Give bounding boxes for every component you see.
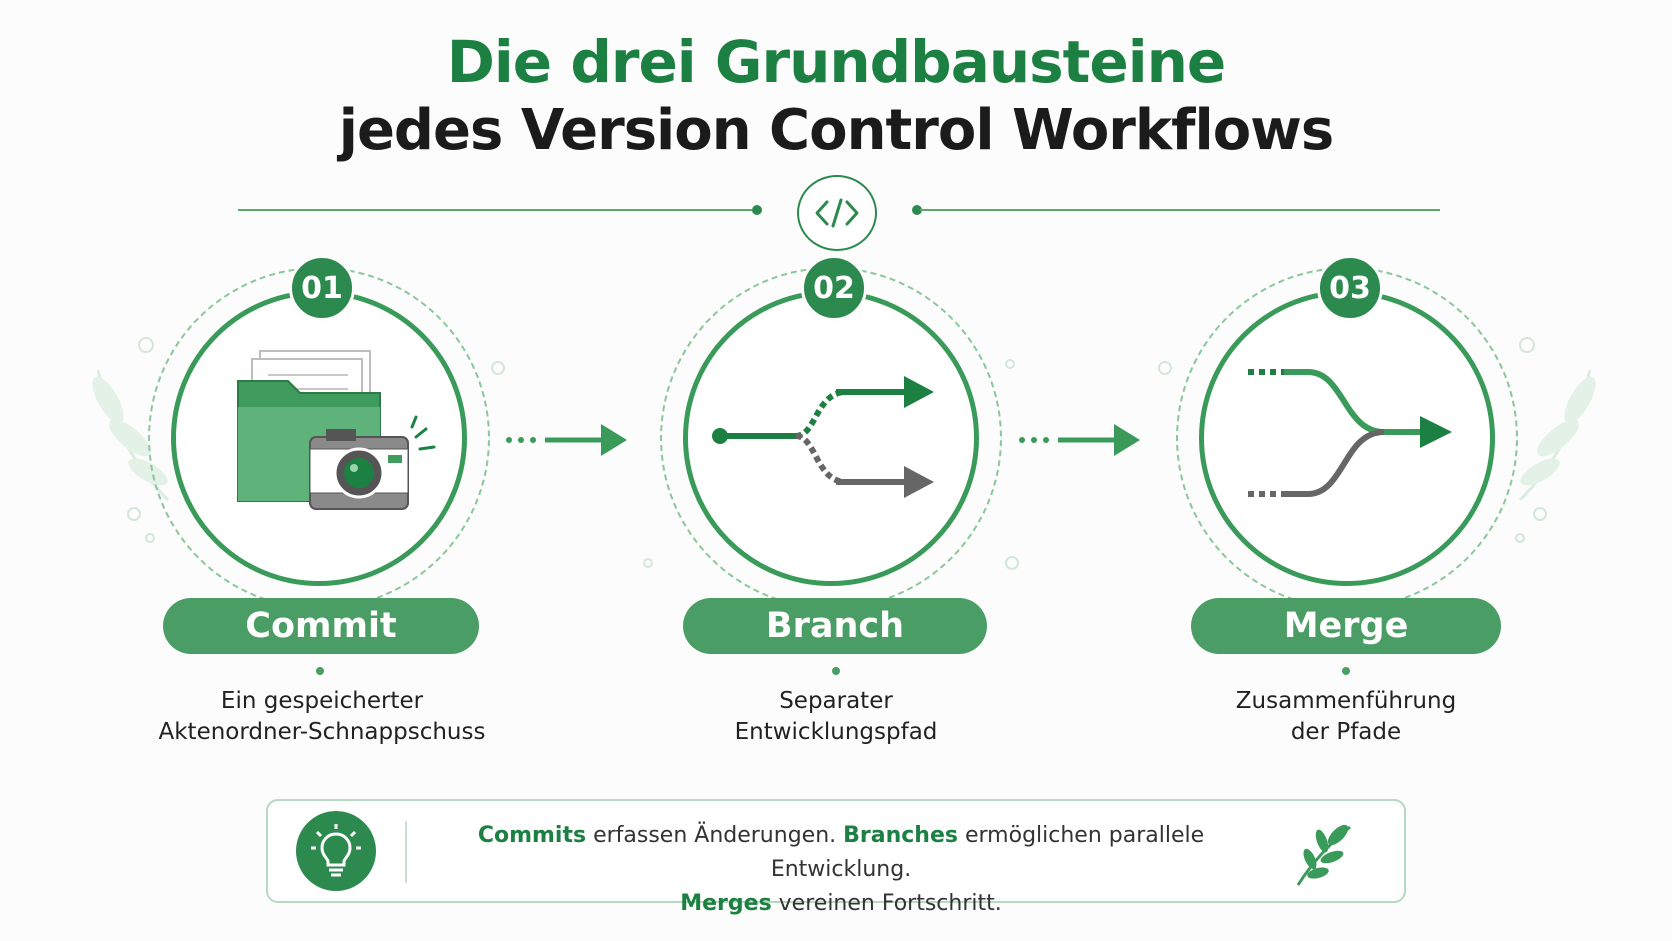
lightbulb-icon	[296, 811, 376, 891]
summary-term-merges: Merges	[680, 891, 772, 916]
leaf-sprig-icon	[1296, 824, 1351, 886]
divider-dot-right	[912, 205, 922, 215]
summary-separator	[405, 821, 407, 883]
leaf-decoration-right-icon	[1518, 369, 1596, 502]
step-1-number: 01	[289, 255, 355, 321]
merge-arrows-icon	[1248, 369, 1452, 497]
step-1-label: Commit	[163, 598, 479, 654]
divider-left	[238, 209, 752, 211]
step-2-label: Branch	[683, 598, 987, 654]
title-line-1: Die drei Grundbausteine	[446, 28, 1226, 96]
code-icon	[797, 175, 877, 251]
step-2-connector-dot	[832, 667, 840, 675]
flow-arrow-1-icon	[506, 424, 627, 456]
summary-term-branches: Branches	[843, 823, 958, 848]
step-1-connector-dot	[316, 667, 324, 675]
summary-term-commits: Commits	[477, 823, 587, 848]
step-3-connector-dot	[1342, 667, 1350, 675]
title-line-2: jedes Version Control Workflows	[338, 98, 1335, 163]
step-3-number: 03	[1317, 255, 1383, 321]
step-2-number: 02	[801, 255, 867, 321]
summary-text: Commits erfassen Änderungen. Branches er…	[477, 823, 1205, 916]
divider-dot-left	[752, 205, 762, 215]
step-3-label: Merge	[1191, 598, 1501, 654]
branch-arrows-icon	[712, 376, 934, 498]
flow-arrow-2-icon	[1019, 424, 1140, 456]
step-3-circle	[1199, 290, 1495, 586]
summary-box: Commits erfassen Änderungen. Branches er…	[266, 799, 1406, 916]
divider-right	[920, 209, 1440, 211]
folder-camera-icon	[237, 350, 436, 510]
